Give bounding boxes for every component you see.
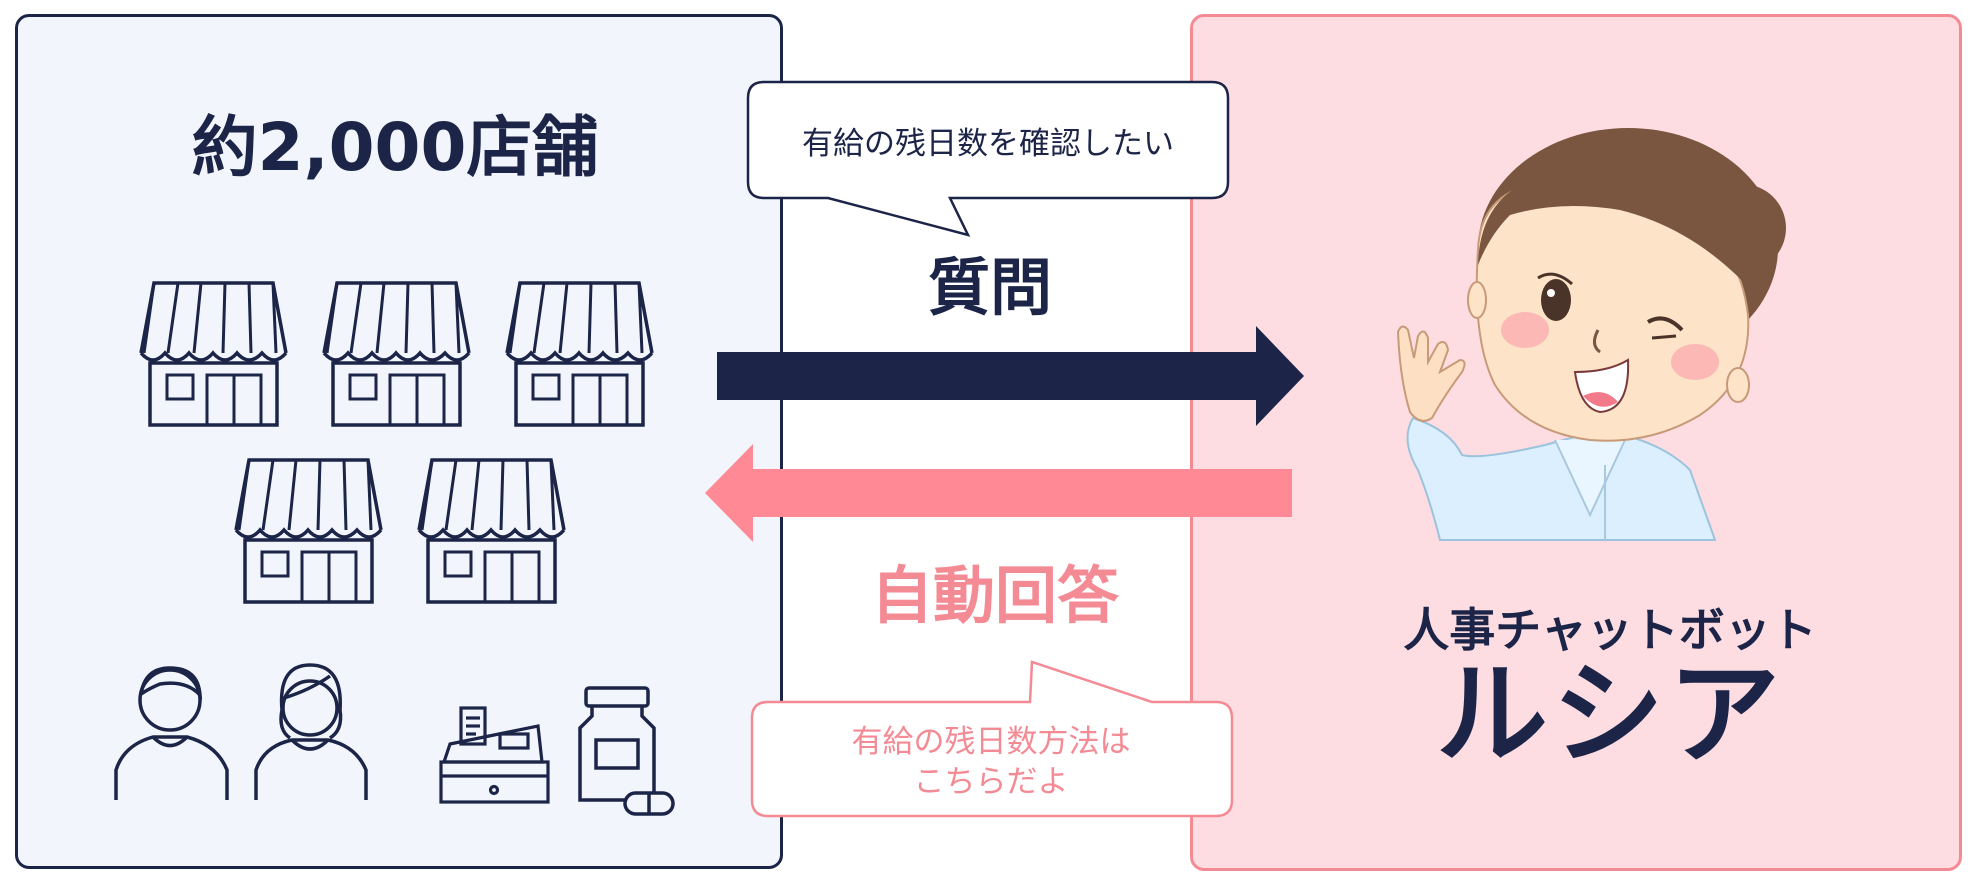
chatbot-name: ルシア [1436,650,1784,780]
store-icon [139,281,288,427]
pill-icon [623,791,675,816]
man-icon [114,666,229,800]
question-label: 質問 [927,251,1052,324]
question-arrow [717,326,1304,426]
store-icon [322,281,471,427]
answer-bubble-line-1: 有給の残日数方法は [851,724,1131,760]
medicine-bottle-icon [578,686,656,802]
store-count-title: 約2,000店舗 [191,109,599,186]
store-icon [505,281,654,427]
answer-bubble [750,660,1234,818]
answer-arrow [705,444,1292,542]
answer-bubble-text: 有給の残日数方法は こちらだよ [752,708,1230,816]
store-icon [417,458,566,604]
answer-bubble-line-2: こちらだよ [913,764,1069,800]
cash-register-icon [439,706,550,804]
chatbot-subtitle: 人事チャットボット [1403,603,1817,657]
question-bubble [746,80,1230,237]
stores-panel [15,14,783,869]
answer-label: 自動回答 [870,559,1119,632]
chatbot-character [1396,128,1786,541]
question-bubble-text: 有給の残日数を確認したい [802,125,1174,162]
woman-icon [254,663,368,800]
store-icon [234,458,383,604]
